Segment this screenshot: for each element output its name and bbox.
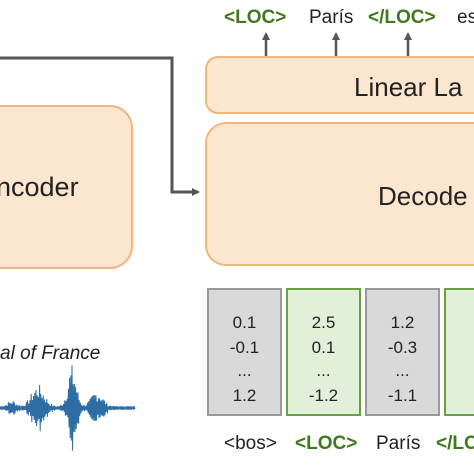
embedding-value: ...: [395, 361, 409, 380]
bottom-input-tokens: <bos> <LOC> París </LO: [224, 433, 474, 454]
linear-layer-block: [205, 56, 474, 114]
embedding-column: [365, 288, 440, 416]
embedding-value: 1.2: [233, 386, 257, 405]
decoder-label: Decode: [378, 181, 468, 211]
embedding-value: 0.1: [312, 338, 336, 357]
embedding-value: 1.2: [391, 313, 415, 332]
audio-waveform: [0, 365, 136, 451]
top-token-loc-close: </LOC>: [368, 7, 436, 28]
embedding-value: -0.1: [230, 338, 259, 357]
output-arrows: [262, 32, 412, 57]
bottom-token-bos: <bos>: [224, 433, 277, 454]
waveform-trace: [0, 365, 136, 451]
embedding-value: -0.3: [388, 338, 417, 357]
encoder-to-decoder-arrow: [0, 56, 200, 196]
embedding-value: ...: [237, 361, 251, 380]
top-token-es: es: [457, 7, 474, 28]
decoder-block: [205, 122, 474, 266]
linear-layer-label: Linear La: [354, 72, 463, 102]
embedding-column: [286, 288, 361, 416]
bottom-token-paris: París: [376, 433, 420, 454]
embedding-value: -1.1: [388, 386, 417, 405]
embedding-value: 0.1: [233, 313, 257, 332]
encoder-label: ncoder: [0, 172, 79, 202]
embedding-column: [207, 288, 282, 416]
embedding-value: 2.5: [312, 313, 336, 332]
bottom-token-loc-open: <LOC>: [295, 433, 357, 454]
embedding-value: ...: [316, 361, 330, 380]
audio-caption: al of France: [0, 343, 100, 364]
top-output-tokens: <LOC> París </LOC> es: [224, 7, 474, 28]
top-token-loc-open: <LOC>: [224, 7, 286, 28]
top-token-paris: París: [309, 7, 353, 28]
bottom-token-loc-close: </LO: [436, 433, 474, 454]
embedding-columns: 0.1 -0.1... 1.2 2.5 0.1... -1.2 1.2 -0.3... -1.1…: [207, 288, 474, 416]
embedding-column: [444, 288, 474, 416]
encoder-block: [0, 105, 133, 269]
embedding-value: -1.2: [309, 386, 338, 405]
